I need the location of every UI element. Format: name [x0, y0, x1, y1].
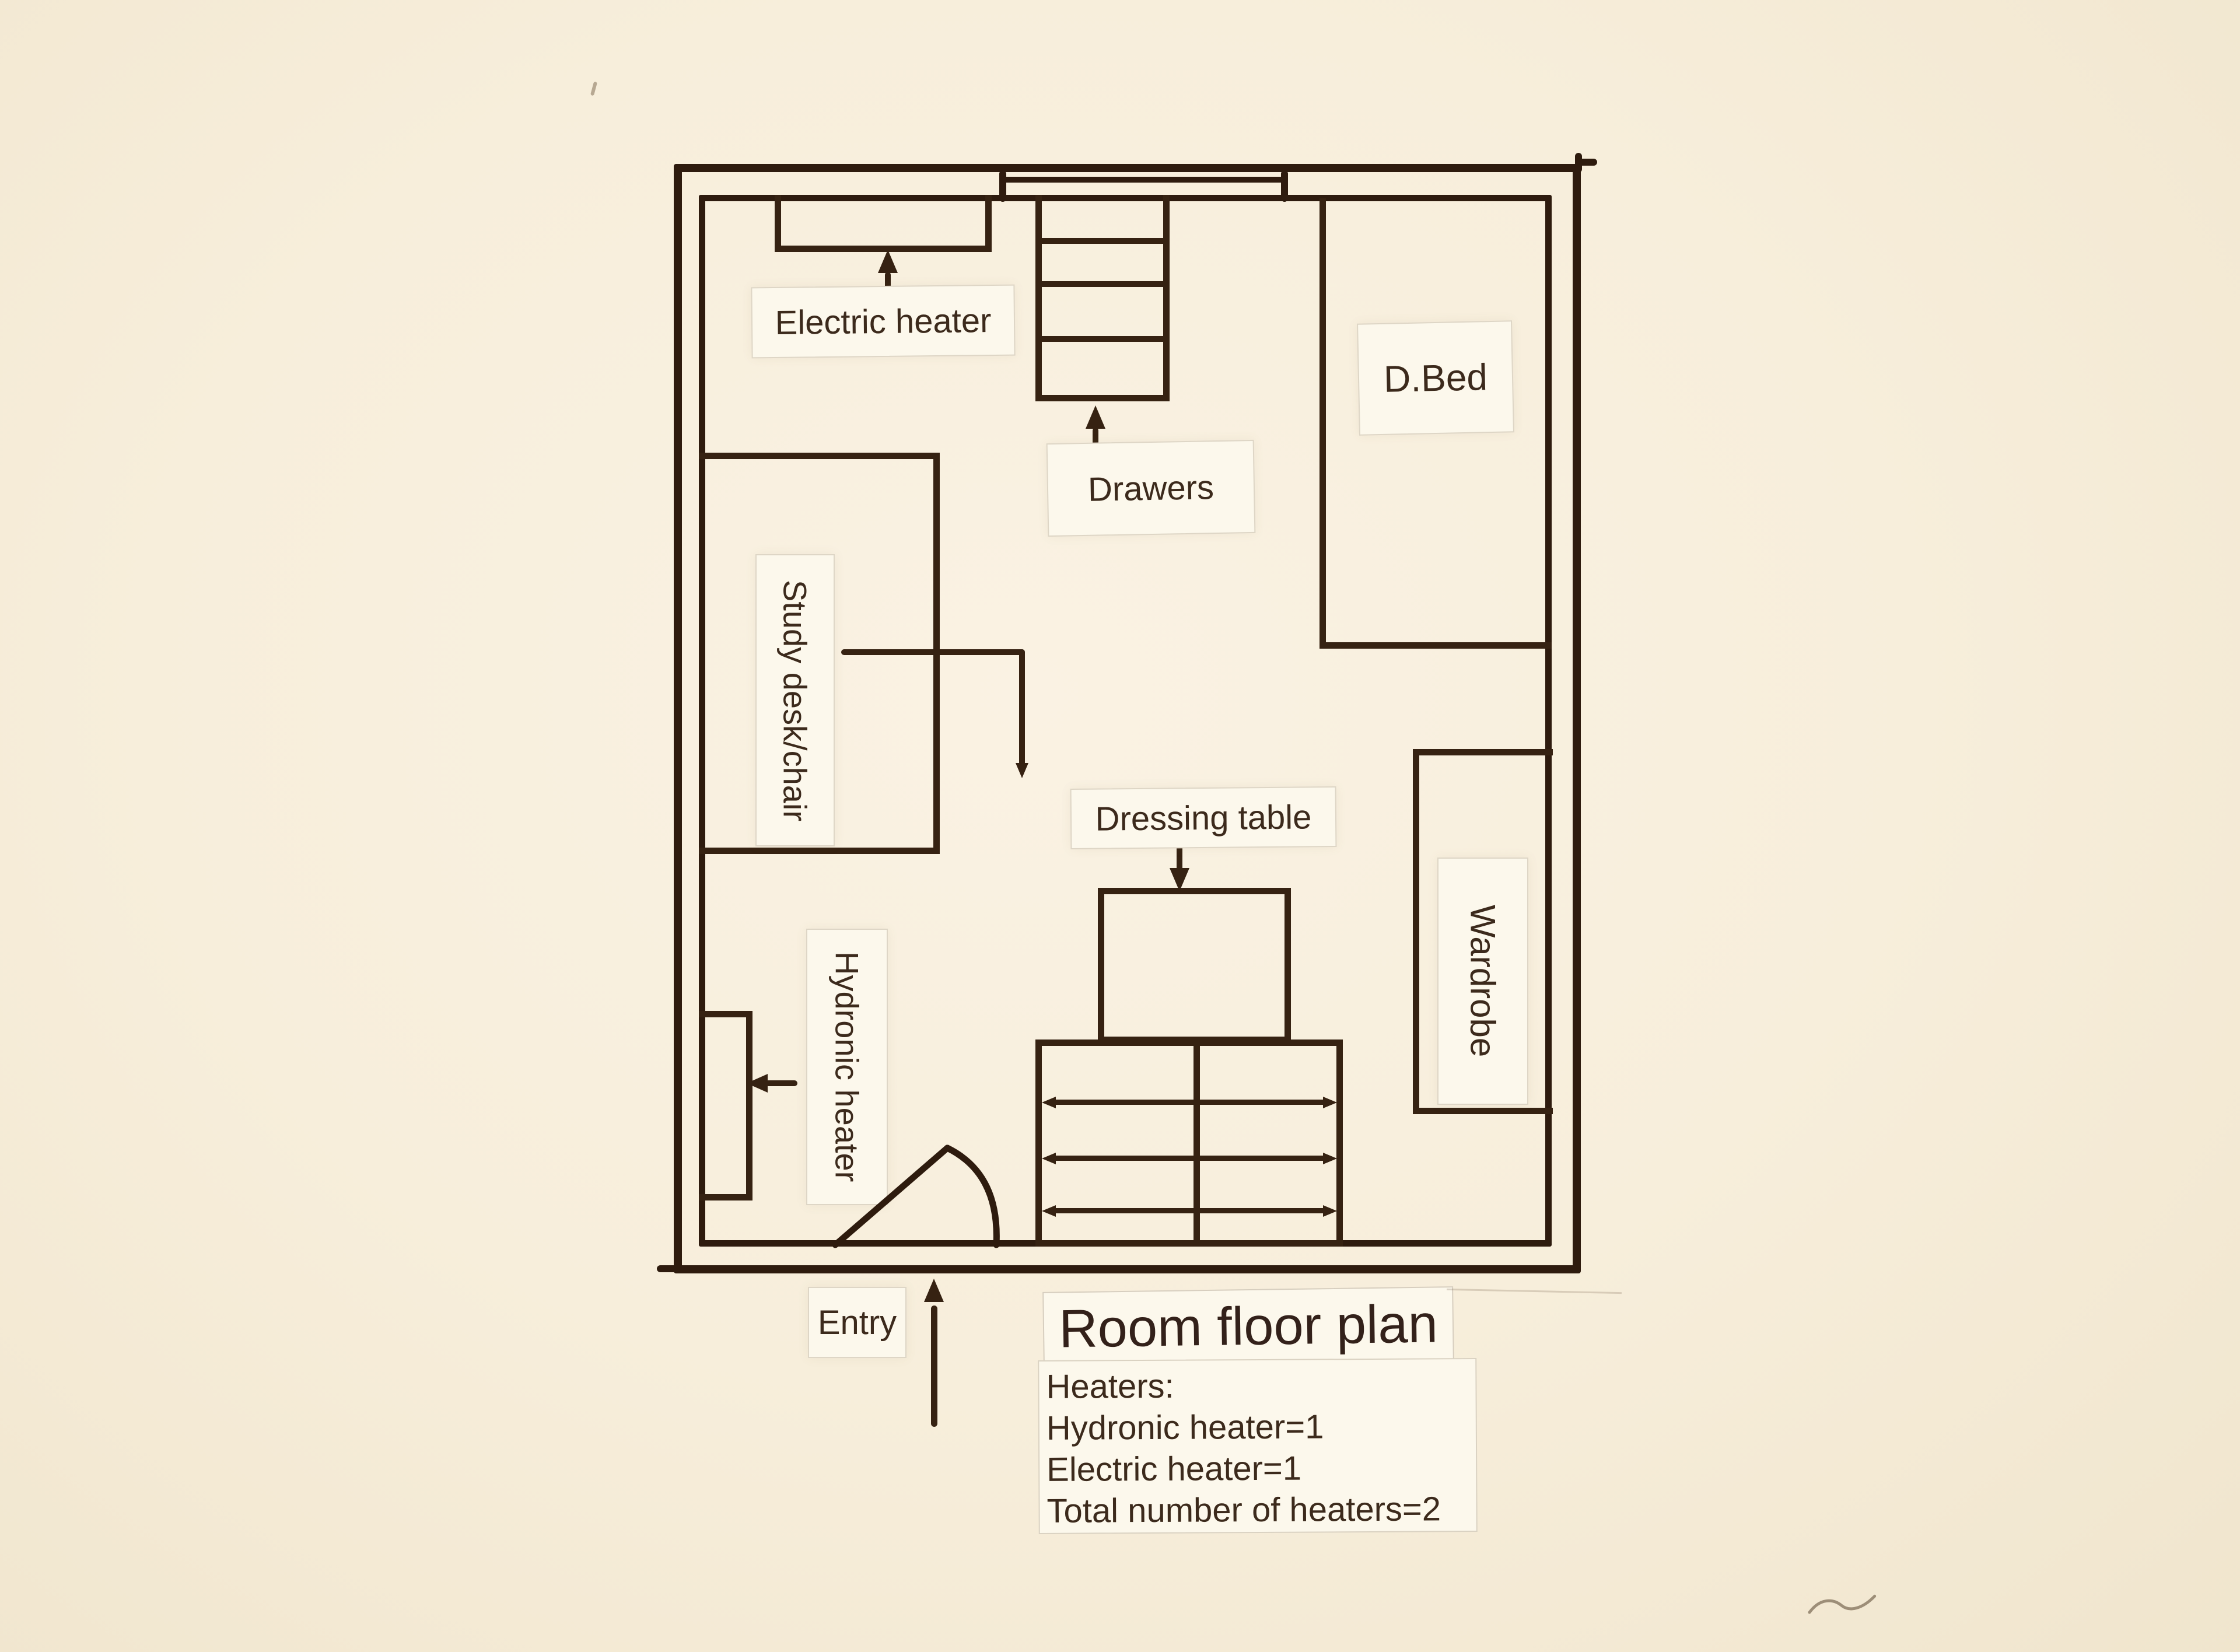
electric-heater-label: Electric heater [751, 284, 1016, 359]
entry-label: Entry [808, 1287, 907, 1358]
heaters-summary-heading: Heaters: [1046, 1367, 1174, 1406]
drawers-label: Drawers [1046, 439, 1256, 537]
heaters-summary-line: Hydronic heater=1 [1046, 1408, 1324, 1447]
outer-wall [674, 164, 1581, 1273]
heaters-summary: Heaters: Hydronic heater=1 Electric heat… [1038, 1358, 1478, 1534]
page-title: Room floor plan [1042, 1286, 1454, 1367]
wall-overshoot [1577, 159, 1597, 166]
chest-divider [1194, 1040, 1200, 1247]
hydronic-heater-label-text: Hydronic heater [828, 951, 866, 1182]
dressing-table-label: Dressing table [1070, 786, 1337, 849]
study-desk-label: Study desk/chair [755, 554, 835, 846]
window-tick [1281, 170, 1288, 202]
double-bed-shape [1320, 198, 1552, 649]
double-bed-label: D.Bed [1357, 320, 1514, 436]
heaters-summary-line: Total number of heaters=2 [1046, 1490, 1441, 1530]
wardrobe-shape [1413, 749, 1553, 1114]
pencil-mark [590, 81, 598, 96]
wardrobe-label-text: Wardrobe [1463, 905, 1503, 1058]
drawer-divider [1035, 281, 1170, 287]
dressing-table-top-shape [1098, 888, 1291, 1043]
hydronic-heater-shape [699, 1011, 752, 1200]
dressing-table-chest-shape [1035, 1040, 1343, 1247]
electric-heater-label-text: Electric heater [775, 301, 992, 342]
page-title-text: Room floor plan [1058, 1293, 1438, 1359]
window-tick [999, 170, 1006, 202]
wardrobe-label: Wardrobe [1437, 858, 1528, 1105]
entry-label-text: Entry [817, 1303, 897, 1342]
drawer-divider [1035, 238, 1170, 244]
study-desk-label-text: Study desk/chair [776, 579, 814, 821]
hydronic-heater-label: Hydronic heater [806, 929, 888, 1205]
window-line [1003, 177, 1284, 183]
pencil-line [1447, 1288, 1622, 1294]
wall-overshoot [1575, 153, 1582, 173]
pencil-squiggle [1808, 1594, 1877, 1614]
entry-door-swing-icon [832, 1144, 1000, 1248]
drawers-shape [1035, 195, 1170, 401]
wall-overshoot [657, 1265, 680, 1272]
dressing-table-label-text: Dressing table [1095, 797, 1312, 838]
down-arrowhead-icon [1016, 763, 1028, 778]
drawer-divider [1035, 336, 1170, 342]
heaters-summary-line: Electric heater=1 [1046, 1449, 1302, 1489]
double-bed-label-text: D.Bed [1383, 356, 1488, 400]
drawers-label-text: Drawers [1087, 468, 1214, 509]
electric-heater-shape [775, 195, 992, 252]
